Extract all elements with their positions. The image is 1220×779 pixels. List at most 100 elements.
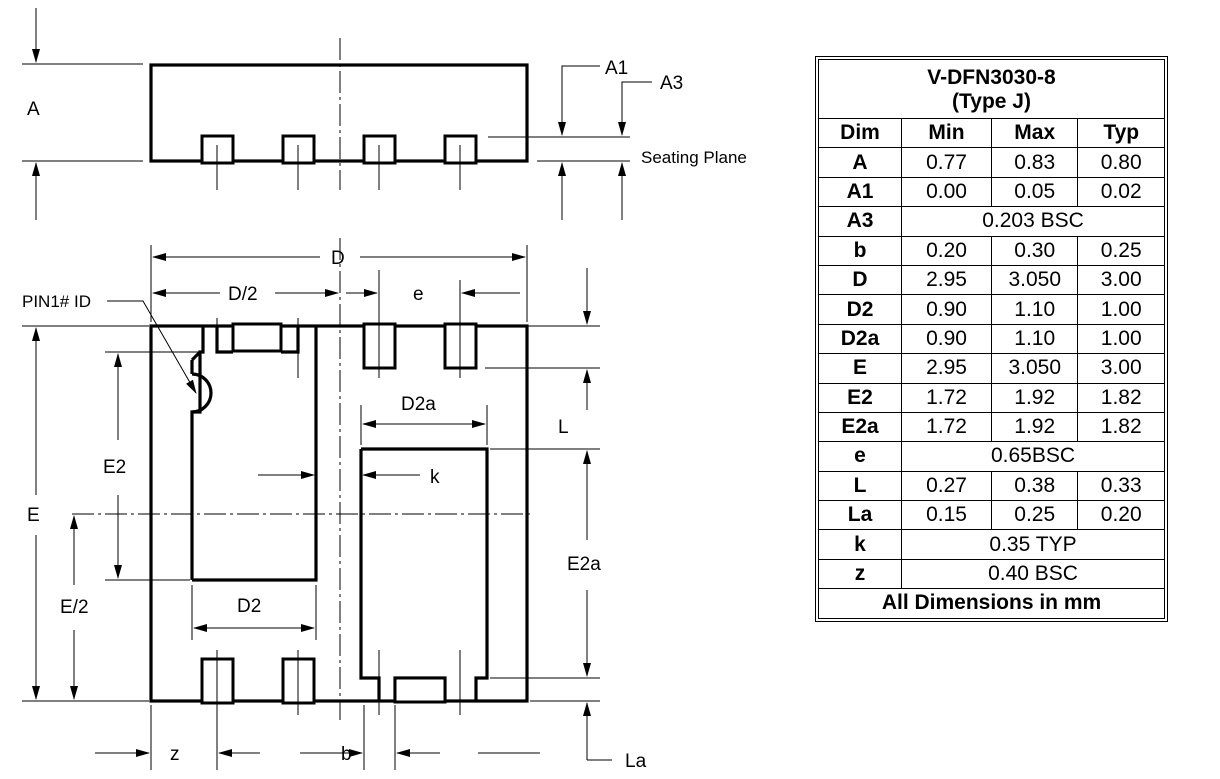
cell-dim: L: [817, 470, 903, 502]
label-A1: A1: [605, 58, 628, 79]
label-seating-plane: Seating Plane: [641, 148, 747, 167]
header-min: Min: [901, 117, 992, 149]
cell-min: 0.00: [901, 176, 992, 208]
label-D2a: D2a: [401, 394, 436, 415]
label-D: D: [331, 248, 345, 269]
label-E: E: [27, 505, 40, 526]
cell-max: 1.10: [990, 323, 1079, 355]
cell-typ: 1.82: [1077, 382, 1165, 413]
cell-typ: 1.00: [1077, 323, 1165, 355]
cell-bsc-value: 0.35 TYP: [901, 529, 1165, 560]
cell-dim: k: [817, 529, 903, 560]
cell-max: 0.30: [990, 235, 1079, 266]
table-title-line2: (Type J): [952, 90, 1031, 113]
label-D2: D2: [237, 596, 261, 617]
cell-typ: 1.00: [1077, 294, 1165, 325]
cell-max: 0.38: [990, 470, 1079, 502]
table-title: V-DFN3030-8 (Type J): [818, 59, 1165, 119]
cell-bsc-value: 0.65BSC: [901, 441, 1165, 472]
label-D-half: D/2: [228, 284, 258, 305]
header-dim: Dim: [817, 117, 903, 149]
cell-bsc-value: 0.203 BSC: [901, 206, 1165, 237]
pin1-leader: [107, 300, 197, 394]
label-pin1-id: PIN1# ID: [22, 292, 91, 311]
table-header-row: Dim Min Max Typ: [817, 117, 1165, 149]
table-title-line1: V-DFN3030-8: [927, 66, 1056, 89]
header-typ: Typ: [1077, 117, 1165, 149]
cell-typ: 0.80: [1077, 147, 1165, 178]
cell-max: 1.10: [990, 294, 1079, 325]
exposed-pad-1-edge: [190, 350, 202, 362]
cell-min: 2.95: [901, 353, 992, 384]
label-A3: A3: [660, 73, 683, 94]
label-E2a: E2a: [567, 554, 601, 575]
cell-dim: La: [817, 500, 903, 531]
cell-dim: E: [817, 353, 903, 384]
cell-dim: A1: [817, 176, 903, 208]
label-L: L: [558, 417, 569, 438]
cell-max: 0.05: [990, 176, 1079, 208]
lead-pad: [231, 322, 283, 353]
cell-dim: D2: [817, 294, 903, 325]
cell-min: 2.95: [901, 264, 992, 296]
cell-typ: 3.00: [1077, 353, 1165, 384]
cell-dim: b: [817, 235, 903, 266]
dim-leader-A1: [558, 65, 600, 136]
label-z: z: [170, 744, 180, 765]
cell-typ: 0.20: [1077, 500, 1165, 531]
cell-max: 3.050: [990, 264, 1079, 296]
cell-max: 0.25: [990, 500, 1079, 531]
cell-dim: e: [817, 441, 903, 472]
cell-max: 1.92: [990, 382, 1079, 413]
label-A: A: [27, 99, 40, 120]
lead-pad: [393, 676, 447, 704]
cell-min: 0.20: [901, 235, 992, 266]
header-max: Max: [990, 117, 1079, 149]
cell-dim: D2a: [817, 323, 903, 355]
cell-typ: 1.82: [1077, 411, 1165, 443]
cell-min: 1.72: [901, 411, 992, 443]
bottom-view: D D/2 e PIN1# ID D2a k L E2a: [22, 238, 647, 772]
label-k: k: [430, 467, 440, 488]
label-La: La: [625, 751, 647, 772]
label-e: e: [413, 284, 424, 305]
cell-dim: A3: [817, 206, 903, 237]
cell-dim: E2: [817, 382, 903, 413]
exposed-pad-1: [190, 326, 318, 582]
exposed-pad-2: [359, 447, 489, 701]
pin1-notch: [191, 372, 213, 414]
cell-typ: 0.02: [1077, 176, 1165, 208]
label-E2: E2: [103, 457, 126, 478]
side-view: A A1 A3 Seating Plane: [22, 8, 747, 220]
cell-min: 0.90: [901, 294, 992, 325]
cell-min: 0.77: [901, 147, 992, 178]
label-E-half: E/2: [60, 597, 89, 618]
cell-max: 1.92: [990, 411, 1079, 443]
cell-bsc-value: 0.40 BSC: [901, 558, 1165, 590]
cell-dim: A: [817, 147, 903, 178]
cell-min: 0.90: [901, 323, 992, 355]
cell-dim: D: [817, 264, 903, 296]
cell-dim: z: [817, 558, 903, 590]
cell-min: 0.27: [901, 470, 992, 502]
cell-typ: 0.25: [1077, 235, 1165, 266]
cell-min: 0.15: [901, 500, 992, 531]
